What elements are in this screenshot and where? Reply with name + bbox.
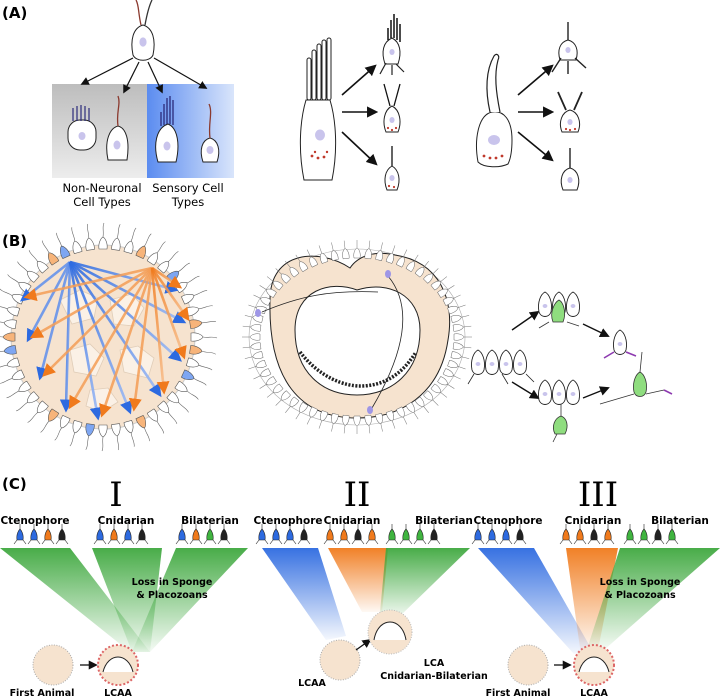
scenario-iii-taxon-cnidarian: Cnidarian xyxy=(565,515,622,527)
panel-b-label: (B) xyxy=(2,232,27,250)
scenario-ii: II Ctenophore Cnidarian Bilaterian LCAA … xyxy=(253,475,488,689)
panel-b-cross-section xyxy=(242,240,472,434)
scenario-ii-taxon-cnidarian: Cnidarian xyxy=(324,515,381,527)
scenario-ii-taxon-ctenophore: Ctenophore xyxy=(253,515,322,527)
scenario-i-note-line2: & Placozoans xyxy=(136,590,208,601)
scenario-iii-taxon-bilaterian: Bilaterian xyxy=(651,515,709,527)
scenario-ii-ancestor-line2: Cnidarian-Bilaterian xyxy=(380,671,488,682)
panel-b-neuron-evolution xyxy=(467,291,673,443)
scenario-iii-note-line2: & Placozoans xyxy=(604,590,676,601)
scenario-ii-ancestor-line1: LCA xyxy=(424,658,445,669)
scenario-i-note-line1: Loss in Sponge xyxy=(132,577,213,588)
scenario-iii-note-line1: Loss in Sponge xyxy=(600,577,681,588)
sensory-label-line1: Sensory Cell xyxy=(152,181,223,195)
non-neuronal-label-line2: Cell Types xyxy=(73,195,131,209)
scenario-i-taxon-ctenophore: Ctenophore xyxy=(0,515,69,527)
scenario-i-origin: First Animal xyxy=(10,688,75,699)
panel-a-label: (A) xyxy=(2,4,27,22)
scenario-iii-numeral: III xyxy=(578,475,618,515)
scenario-i-taxon-cnidarian: Cnidarian xyxy=(98,515,155,527)
non-neuronal-label-line1: Non-Neuronal xyxy=(62,181,141,195)
panel-a-left-tree: Non-Neuronal Cell Types Sensory Cell Typ… xyxy=(52,0,234,209)
sensory-label-line2: Types xyxy=(171,195,204,209)
scenario-iii-taxon-ctenophore: Ctenophore xyxy=(473,515,542,527)
scenario-i: I Ctenophore Cnidarian Bilaterian Loss i… xyxy=(0,475,248,699)
taxon-neuron-icons xyxy=(13,524,679,545)
scenario-i-numeral: I xyxy=(109,475,122,515)
scenario-iii-origin: First Animal xyxy=(486,688,551,699)
panel-a-right-diversification xyxy=(476,22,587,191)
panel-a-middle-diversification xyxy=(299,14,405,191)
scenario-i-ancestor: LCAA xyxy=(104,688,132,699)
scenario-iii-ancestor: LCAA xyxy=(580,688,608,699)
scenario-ii-origin: LCAA xyxy=(298,678,326,689)
panel-c-label: (C) xyxy=(2,475,27,493)
scenario-ii-numeral: II xyxy=(344,475,371,515)
scenario-iii: III Ctenophore Cnidarian Bilaterian Loss… xyxy=(473,475,720,699)
non-neuronal-background xyxy=(52,84,147,178)
scenario-i-taxon-bilaterian: Bilaterian xyxy=(181,515,239,527)
scenario-ii-taxon-bilaterian: Bilaterian xyxy=(415,515,473,527)
panel-b-sphere-network xyxy=(0,222,218,452)
